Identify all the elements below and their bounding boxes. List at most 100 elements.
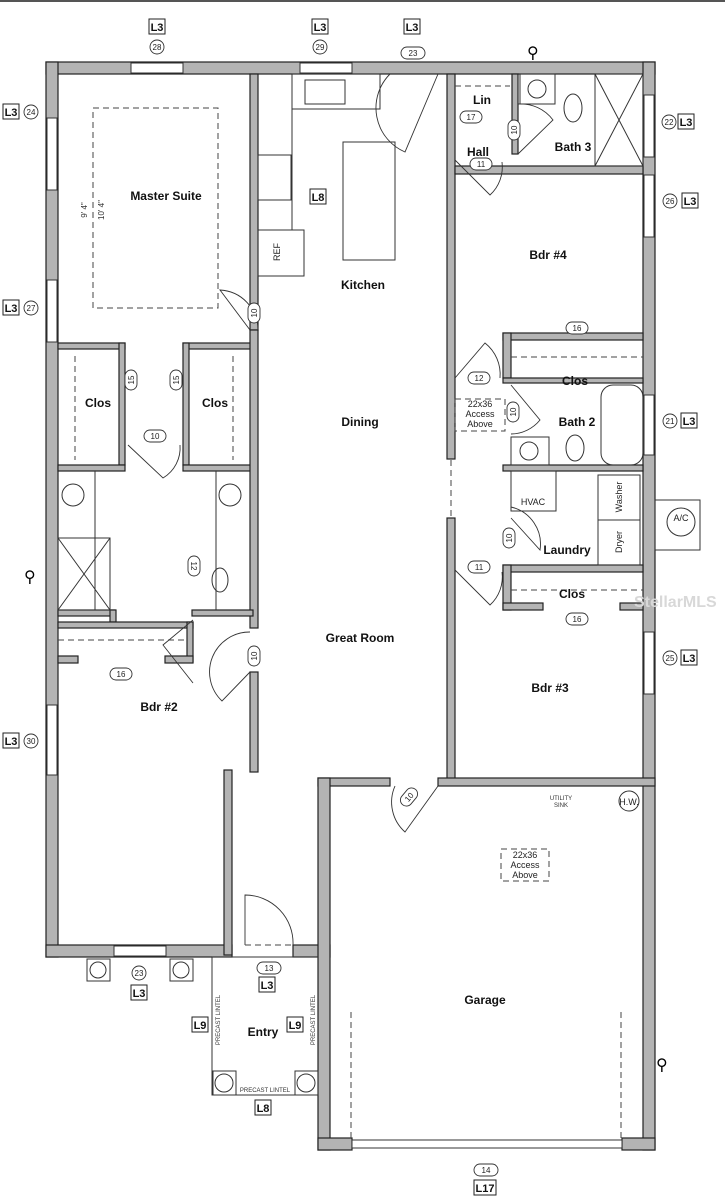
svg-text:12: 12	[189, 562, 198, 571]
vanity-sink-left-icon	[61, 483, 85, 507]
bath3-toilet-icon	[563, 93, 583, 123]
refrigerator	[257, 229, 305, 277]
room-closet: Clos	[202, 396, 228, 410]
access-label: 22x36	[468, 399, 493, 409]
room-bdr4: Bdr #4	[529, 248, 567, 262]
bath3-shower	[594, 73, 644, 167]
hvac-unit	[510, 470, 557, 512]
svg-text:L8: L8	[257, 1103, 270, 1115]
tag-l3: L3	[2, 299, 20, 316]
dryer-label: Dryer	[614, 531, 624, 553]
svg-text:24: 24	[27, 108, 36, 117]
tag-l8: L8	[254, 1099, 272, 1116]
svg-text:21: 21	[666, 417, 675, 426]
svg-text:10: 10	[510, 125, 519, 134]
svg-text:26: 26	[666, 197, 675, 206]
svg-text:L9: L9	[194, 1020, 207, 1032]
room-kitchen: Kitchen	[341, 278, 385, 292]
svg-text:16: 16	[117, 670, 126, 679]
svg-text:L3: L3	[151, 22, 164, 34]
room-bath2: Bath 2	[559, 415, 596, 429]
tags: L3 L3 L3 L3 L3 L3 L3 L3 L3 L3 L3 L3 L8 L…	[2, 18, 699, 1196]
tag-l3: L3	[680, 412, 698, 429]
room-bath3: Bath 3	[555, 140, 592, 154]
svg-text:22: 22	[665, 118, 674, 127]
master-shower	[57, 537, 111, 611]
svg-text:10: 10	[505, 533, 514, 542]
svg-text:25: 25	[666, 654, 675, 663]
tag-l3: L3	[148, 18, 166, 35]
room-bdr3: Bdr #3	[531, 681, 569, 695]
svg-text:L3: L3	[5, 303, 18, 315]
svg-text:28: 28	[153, 43, 162, 52]
svg-text:L3: L3	[683, 653, 696, 665]
access-label: Above	[512, 870, 538, 880]
svg-text:L9: L9	[289, 1020, 302, 1032]
svg-text:14: 14	[482, 1166, 491, 1175]
range-icon	[257, 154, 292, 201]
hose-bib-icon: ⚲	[24, 567, 36, 586]
vanity-sink-right-icon	[218, 483, 242, 507]
svg-text:10: 10	[151, 432, 160, 441]
svg-text:17: 17	[467, 113, 476, 122]
bath2-sink-icon	[510, 436, 550, 466]
entry-porch	[211, 956, 318, 1096]
windows	[46, 62, 655, 1149]
svg-text:15: 15	[127, 375, 136, 384]
tag-l3: L3	[677, 113, 695, 130]
kitchen-sink-icon	[304, 79, 346, 105]
door-numbers: 23 17 10 11 10 15 15 10 16 12 10 10 11 1…	[109, 46, 589, 1177]
tag-l9: L9	[191, 1016, 209, 1033]
lintel-label: PRECAST LINTEL	[311, 994, 317, 1045]
tag-l8: L8	[309, 188, 327, 205]
room-master-suite: Master Suite	[130, 189, 202, 203]
room-hall: Hall	[467, 145, 489, 159]
svg-text:L3: L3	[684, 196, 697, 208]
dryer	[597, 519, 641, 566]
hvac-label: HVAC	[521, 497, 546, 507]
bath3-sink-icon	[519, 73, 556, 105]
ac-label: A/C	[673, 513, 689, 523]
svg-text:L3: L3	[680, 117, 693, 129]
hw-label: H.W.	[619, 797, 639, 807]
access-label: 22x36	[513, 850, 538, 860]
room-linen: Lin	[473, 93, 491, 107]
access-label: Above	[467, 419, 493, 429]
tag-l9: L9	[286, 1016, 304, 1033]
svg-text:16: 16	[573, 615, 582, 624]
svg-text:23: 23	[135, 969, 144, 978]
tag-l3: L3	[2, 732, 20, 749]
master-toilet-icon	[211, 567, 229, 593]
window-numbers: 28 29 24 27 22 26 21 25 30 23	[23, 39, 678, 981]
svg-text:16: 16	[573, 324, 582, 333]
hose-bib-icon: ⚲	[656, 1055, 668, 1074]
svg-text:30: 30	[27, 737, 36, 746]
tag-l17: L17	[473, 1179, 497, 1196]
svg-text:10: 10	[509, 407, 518, 416]
room-garage: Garage	[464, 993, 506, 1007]
ref-label: REF	[272, 242, 282, 261]
room-bdr2: Bdr #2	[140, 700, 178, 714]
svg-text:L3: L3	[683, 416, 696, 428]
lintel-label: PRECAST LINTEL	[240, 1088, 291, 1094]
hose-bib-icon: ⚲	[527, 43, 539, 62]
tag-l3: L3	[403, 18, 421, 35]
svg-text:12: 12	[475, 374, 484, 383]
svg-text:11: 11	[475, 563, 484, 572]
watermark: StellarMLS	[634, 594, 717, 611]
svg-text:L3: L3	[5, 736, 18, 748]
hose-bib-icons: ⚲ ⚲ ⚲	[24, 43, 668, 1074]
room-entry: Entry	[248, 1025, 279, 1039]
ceiling-dim: 9' 4"	[80, 202, 89, 218]
svg-text:15: 15	[172, 375, 181, 384]
tag-l3: L3	[311, 18, 329, 35]
washer-label: Washer	[614, 482, 624, 513]
svg-text:L3: L3	[5, 107, 18, 119]
svg-text:L17: L17	[476, 1183, 495, 1195]
tag-l3: L3	[2, 103, 20, 120]
svg-text:L3: L3	[406, 22, 419, 34]
room-labels: Master Suite Kitchen Dining Great Room B…	[85, 93, 596, 1039]
svg-text:27: 27	[27, 304, 36, 313]
room-great-room: Great Room	[326, 631, 395, 645]
